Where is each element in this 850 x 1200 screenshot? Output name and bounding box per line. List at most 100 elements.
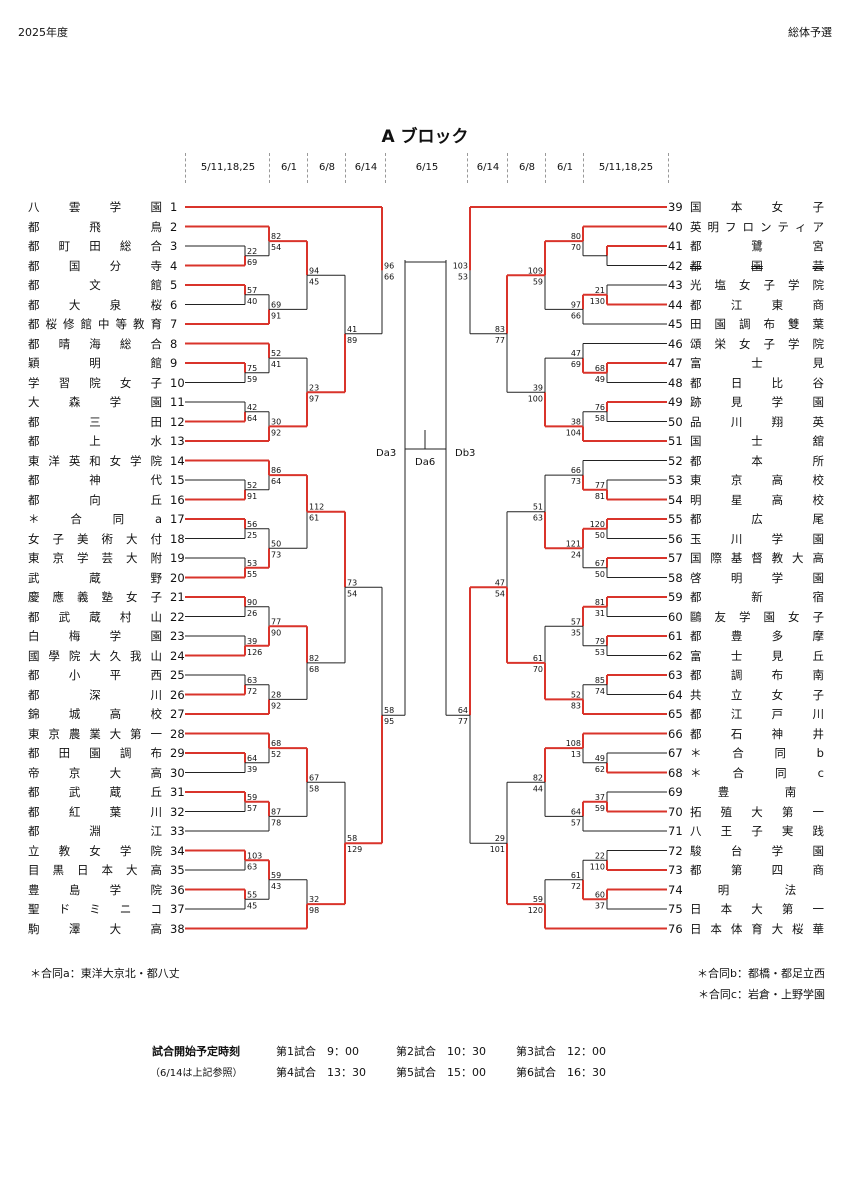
team-name: 都武蔵村山 (28, 609, 162, 624)
schedule-game: 第5試合 15：00 (396, 1066, 486, 1079)
team-name: 武蔵野 (28, 570, 162, 585)
score-label: 83 (495, 325, 505, 334)
team-name: 東京高校 (690, 473, 824, 487)
team-name: 東京学芸大附 (28, 551, 162, 565)
date-header-r2: 6/8 (507, 153, 546, 183)
team-number: 56 (668, 531, 683, 546)
team-number: 9 (170, 356, 178, 370)
score-label: 37 (595, 901, 605, 910)
score-label: 59 (247, 793, 257, 802)
team-name: 東京農業大第一 (28, 726, 162, 741)
date-header-center: 6/15 (385, 153, 468, 183)
team-name: 都深川 (28, 687, 162, 702)
score-label: 103 (453, 261, 468, 270)
team-number: 46 (668, 336, 683, 351)
score-label: 32 (309, 895, 319, 904)
score-label: 72 (247, 687, 257, 696)
score-label: 90 (247, 598, 257, 607)
team-name: 都文館 (28, 278, 162, 292)
team-number: 41 (668, 239, 683, 253)
score-label: 61 (571, 871, 581, 880)
team-name: 都豊多摩 (690, 629, 824, 643)
score-label: 110 (590, 862, 605, 871)
team-number: 43 (668, 278, 683, 292)
score-label: 96 (384, 261, 394, 270)
date-header-r1: 6/1 (545, 153, 584, 183)
score-label: 45 (247, 901, 257, 910)
score-label: 67 (595, 559, 605, 568)
schedule-title: 試合開始予定時刻 (152, 1045, 240, 1058)
score-label: 109 (528, 266, 543, 275)
team-number: 23 (170, 629, 185, 643)
team-name: 駒澤大高 (28, 921, 162, 936)
score-label: 89 (347, 336, 357, 345)
schedule-game: 第3試合 12：00 (516, 1045, 606, 1058)
team-number: 73 (668, 863, 683, 877)
team-number: 61 (668, 629, 683, 643)
team-number: 3 (170, 239, 178, 253)
score-label: 91 (247, 492, 257, 501)
team-number: 70 (668, 804, 683, 819)
score-label: 21 (595, 286, 605, 295)
team-name: 都日比谷 (690, 375, 824, 390)
team-name: 都淵江 (28, 824, 162, 838)
team-number: 47 (668, 356, 683, 370)
team-number: 20 (170, 570, 185, 585)
score-label: 73 (347, 578, 357, 587)
team-number: 26 (170, 687, 185, 702)
score-label: 47 (571, 349, 581, 358)
score-label: 60 (595, 890, 605, 899)
score-label: 39 (533, 383, 543, 392)
team-number: 28 (170, 726, 185, 741)
score-label: 54 (347, 589, 357, 598)
score-label: 75 (247, 364, 257, 373)
team-name: 都大泉桜 (28, 297, 162, 312)
event-label: 総体予選 (788, 26, 832, 39)
team-number: 63 (668, 668, 683, 682)
team-name: 都紅葉川 (28, 804, 162, 819)
team-number: 37 (170, 902, 185, 916)
team-name: 都武蔵丘 (28, 785, 162, 799)
team-name: 目黒日本大高 (28, 863, 162, 877)
score-label: 41 (271, 360, 281, 369)
team-number: 64 (668, 687, 683, 702)
score-label: 53 (458, 272, 468, 281)
score-label: 92 (271, 701, 281, 710)
schedule-game: 第4試合 13：30 (276, 1066, 366, 1079)
team-number: 66 (668, 726, 683, 741)
team-name: 都第四商 (690, 863, 824, 877)
team-number: 6 (170, 297, 178, 312)
score-label: 39 (247, 637, 257, 646)
score-label: 76 (595, 403, 605, 412)
team-name: 錦城高校 (28, 707, 162, 721)
score-label: 67 (309, 773, 319, 782)
score-label: 120 (528, 906, 543, 915)
score-label: 126 (247, 648, 262, 657)
team-name: 都三田 (28, 414, 162, 429)
team-number: 48 (668, 375, 683, 390)
team-row: 武蔵野 20 (28, 568, 185, 588)
score-label: 82 (271, 232, 281, 241)
team-name: 共立女子 (690, 687, 824, 702)
label-db3: Db3 (455, 448, 475, 459)
